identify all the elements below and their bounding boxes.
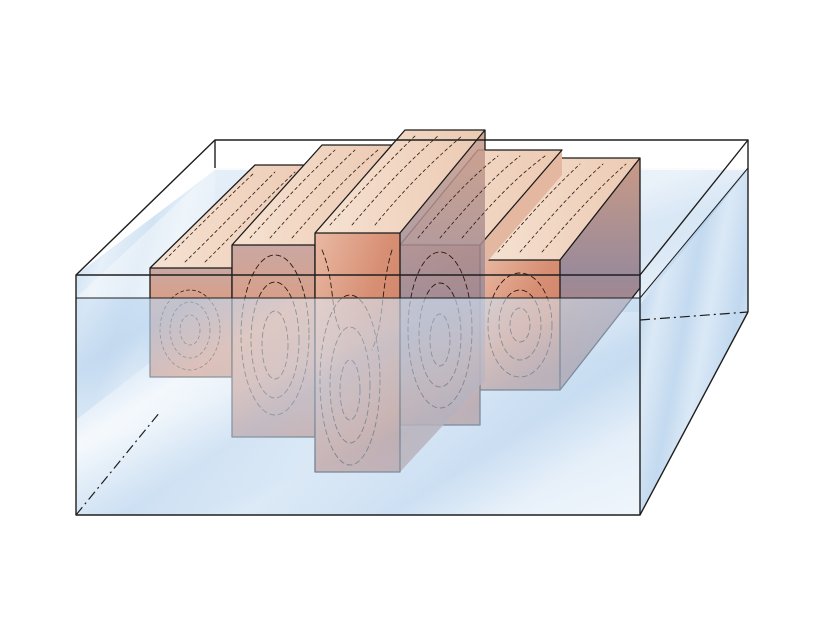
- tank-outline: [75, 139, 749, 516]
- tank-front: [76, 167, 749, 515]
